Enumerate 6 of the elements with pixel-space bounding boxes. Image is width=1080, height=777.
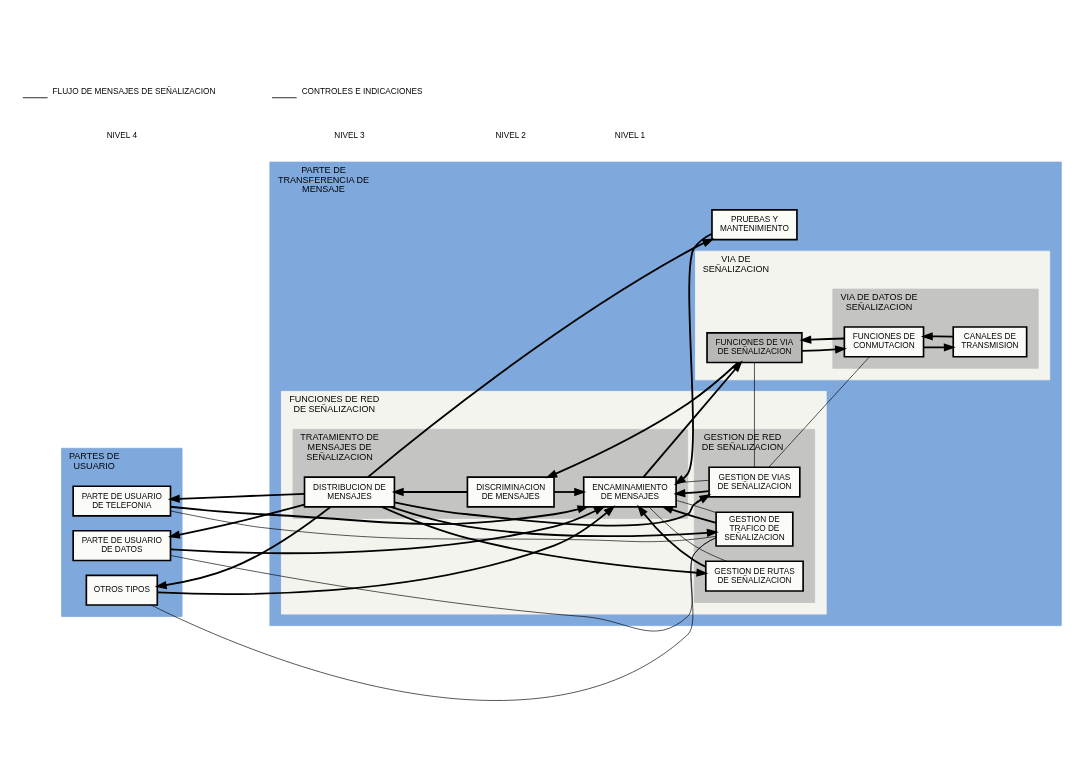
label: NIVEL 3 xyxy=(334,130,365,140)
label: NIVEL 2 xyxy=(495,130,526,140)
legend-label: FLUJO DE MENSAJES DE SEÑALIZACION xyxy=(52,86,216,96)
legend-label: CONTROLES E INDICACIONES xyxy=(301,86,423,96)
label: NIVEL 4 xyxy=(106,130,138,140)
label: NIVEL 1 xyxy=(614,130,646,140)
